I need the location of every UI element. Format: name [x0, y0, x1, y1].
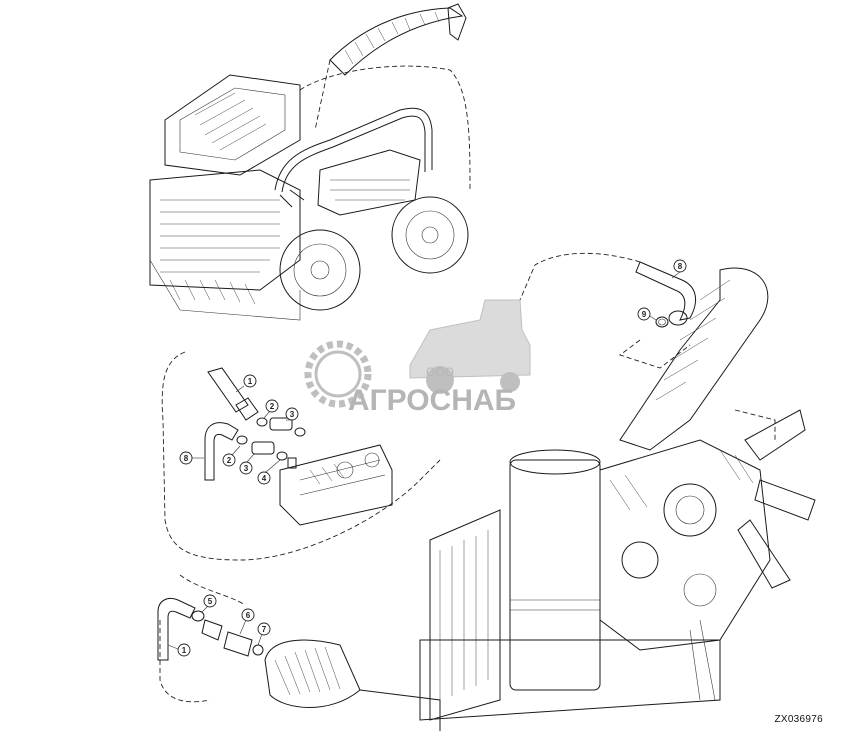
- callout-top-oring: 9: [637, 307, 657, 321]
- watermark-prefix: ООО: [426, 365, 454, 379]
- watermark-name: АГРОСНАБ: [348, 384, 516, 417]
- callout-label: 9: [642, 310, 647, 319]
- callout-mid-2a: 2: [263, 399, 279, 419]
- callout-mid-8: 8: [179, 451, 204, 465]
- callout-label: 8: [184, 454, 189, 463]
- callout-label: 4: [262, 474, 267, 483]
- combine-harvester-icon: [409, 299, 531, 394]
- callout-label: 2: [270, 402, 275, 411]
- engine-assembly: [419, 252, 816, 721]
- callout-low-5: 5: [201, 594, 217, 613]
- callout-label: 8: [678, 262, 683, 271]
- callout-mid-3b: 3: [239, 453, 255, 475]
- callout-label: 6: [246, 611, 251, 620]
- callout-mid-2b: 2: [222, 445, 241, 467]
- callout-low-7: 7: [257, 622, 271, 646]
- harvester-overview: [149, 3, 471, 321]
- fitting-group-mid: [161, 351, 441, 561]
- callout-top-hose: 8: [671, 259, 687, 279]
- callout-label: 1: [182, 646, 187, 655]
- callout-mid-4: 4: [257, 459, 281, 485]
- callout-label: 2: [227, 456, 232, 465]
- agrosnab-watermark: ООО АГРОСНАБ: [304, 299, 531, 417]
- callout-low-1: 1: [167, 643, 191, 657]
- callout-low-6: 6: [239, 608, 255, 635]
- callout-mid-3a: 3: [285, 407, 299, 421]
- callout-label: 1: [248, 377, 253, 386]
- fitting-group-low: [157, 574, 441, 731]
- callout-mid-1: 1: [235, 374, 257, 393]
- callout-label: 5: [208, 597, 213, 606]
- gear-logo-icon: [304, 340, 372, 408]
- figure-id: ZX036976: [774, 714, 823, 725]
- callout-label: 3: [290, 410, 295, 419]
- callout-label: 3: [244, 464, 249, 473]
- callout-label: 7: [262, 625, 267, 634]
